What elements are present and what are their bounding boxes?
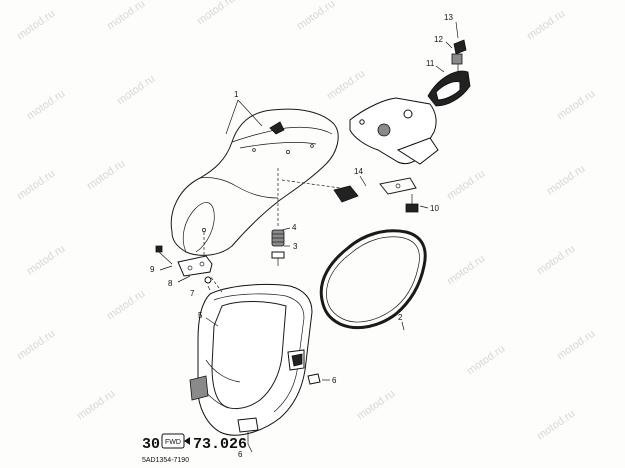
callout-14: 14 [354,167,363,176]
diagram-code: 30 FWD 73.026 5AD1354-7190 [142,433,247,464]
watermark: motod.ru [445,168,487,203]
fwd-badge: FWD [165,439,181,446]
lock-bracket [349,70,471,165]
seat [170,108,341,268]
callout-4: 4 [292,223,297,232]
callout-8: 8 [168,279,173,288]
watermark: motod.ru [535,408,577,443]
watermark: motod.ru [115,73,157,108]
seal-gasket [319,229,427,330]
callout-12: 12 [434,35,443,44]
watermark: motod.ru [195,0,237,27]
watermark: motod.ru [295,0,337,32]
callout-6b: 6 [238,450,243,459]
leader-lines [159,21,459,453]
callout-labels: 1 2 3 4 5 6 6 7 8 9 10 11 12 13 14 [150,13,453,459]
pivot-pin [451,39,467,76]
watermark: motod.ru [355,388,397,423]
callout-5: 5 [198,311,203,320]
watermark: motod.ru [75,388,117,423]
watermark: motod.ru [555,88,597,123]
watermark: motod.ru [535,243,577,278]
watermark: motod.ru [465,343,507,378]
callout-2: 2 [398,313,403,322]
latch-cable [333,177,419,213]
watermark: motod.ru [555,328,597,363]
watermark: motod.ru [85,158,127,193]
code-suffix: 73.026 [193,436,247,453]
callout-7: 7 [190,289,195,298]
storage-box [189,275,321,444]
watermark: motod.ru [25,243,67,278]
callout-10: 10 [430,204,439,213]
code-prefix: 30 [142,436,160,453]
watermark: motod.ru [105,0,147,32]
callout-6a: 6 [332,376,337,385]
hinge-bracket [155,245,213,284]
callout-13: 13 [444,13,453,22]
watermark: motod.ru [525,8,567,43]
callout-3: 3 [293,242,298,251]
watermark: motod.ru [15,328,57,363]
callout-9: 9 [150,265,155,274]
spring-and-bolt [271,229,285,266]
callout-11: 11 [426,59,435,68]
callout-1: 1 [234,90,239,99]
watermark: motod.ru [545,163,587,198]
fwd-arrow-icon [184,437,190,445]
watermark: motod.ru [25,88,67,123]
watermark-layer: motod.ru motod.ru motod.ru motod.ru moto… [15,0,597,442]
watermark: motod.ru [445,253,487,288]
watermark: motod.ru [15,8,57,43]
watermark: motod.ru [105,288,147,323]
watermark: motod.ru [325,68,367,103]
model-code: 5AD1354-7190 [142,457,189,464]
watermark: motod.ru [15,168,57,203]
